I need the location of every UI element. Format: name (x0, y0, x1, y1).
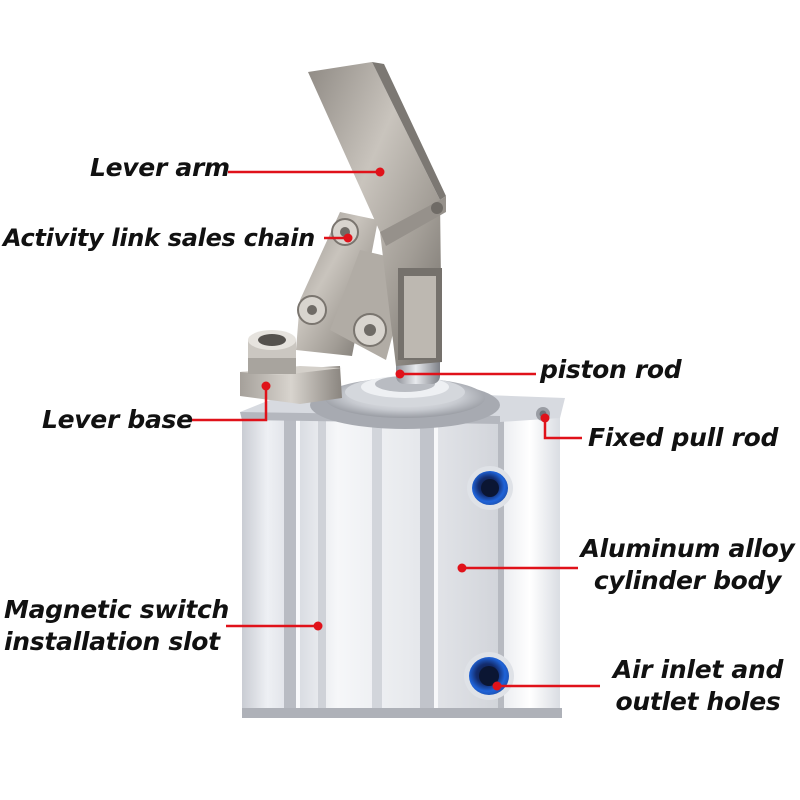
label-magnetic-slot-line2: installation slot (4, 627, 220, 656)
label-lever-base-text: Lever base (42, 405, 193, 434)
label-activity-link-text: Activity link sales chain (3, 224, 315, 252)
leader-fixed-pull-rod (543, 418, 582, 440)
label-activity-link: Activity link sales chain (3, 222, 315, 254)
label-lever-arm-text: Lever arm (90, 153, 230, 182)
label-air-holes-line1: Air inlet and (612, 655, 784, 684)
dot-lever-base (261, 381, 271, 391)
label-fixed-pull-rod: Fixed pull rod (588, 422, 778, 454)
label-magnetic-slot: Magnetic switch installation slot (4, 594, 229, 658)
label-aluminum-body: Aluminum alloy cylinder body (580, 533, 795, 597)
label-fixed-pull-rod-text: Fixed pull rod (588, 423, 779, 452)
dot-air-holes (492, 681, 502, 691)
dot-piston-rod (395, 369, 405, 379)
air-port-lower (464, 652, 514, 700)
label-lever-base: Lever base (42, 404, 193, 436)
piston-cap (310, 376, 500, 429)
label-aluminum-body-line1: Aluminum alloy (580, 534, 795, 563)
air-port-upper (467, 466, 513, 510)
leader-lever-base (192, 386, 268, 422)
dot-lever-arm (375, 167, 385, 177)
leader-lines (192, 170, 600, 688)
label-air-holes-line2: outlet holes (615, 687, 781, 716)
leader-dots (261, 167, 550, 691)
label-piston-rod-text: piston rod (540, 355, 682, 384)
dot-magnetic-slot (313, 621, 323, 631)
label-magnetic-slot-line1: Magnetic switch (4, 595, 230, 624)
lever-arm (308, 62, 446, 366)
cylinder-body (242, 408, 562, 718)
label-aluminum-body-line2: cylinder body (593, 566, 782, 595)
label-piston-rod: piston rod (540, 354, 682, 386)
dot-activity-link (343, 233, 353, 243)
dot-fixed-pull-rod (540, 413, 550, 423)
dot-aluminum-body (457, 563, 467, 573)
label-lever-arm: Lever arm (90, 152, 230, 184)
label-air-holes: Air inlet and outlet holes (600, 654, 796, 718)
